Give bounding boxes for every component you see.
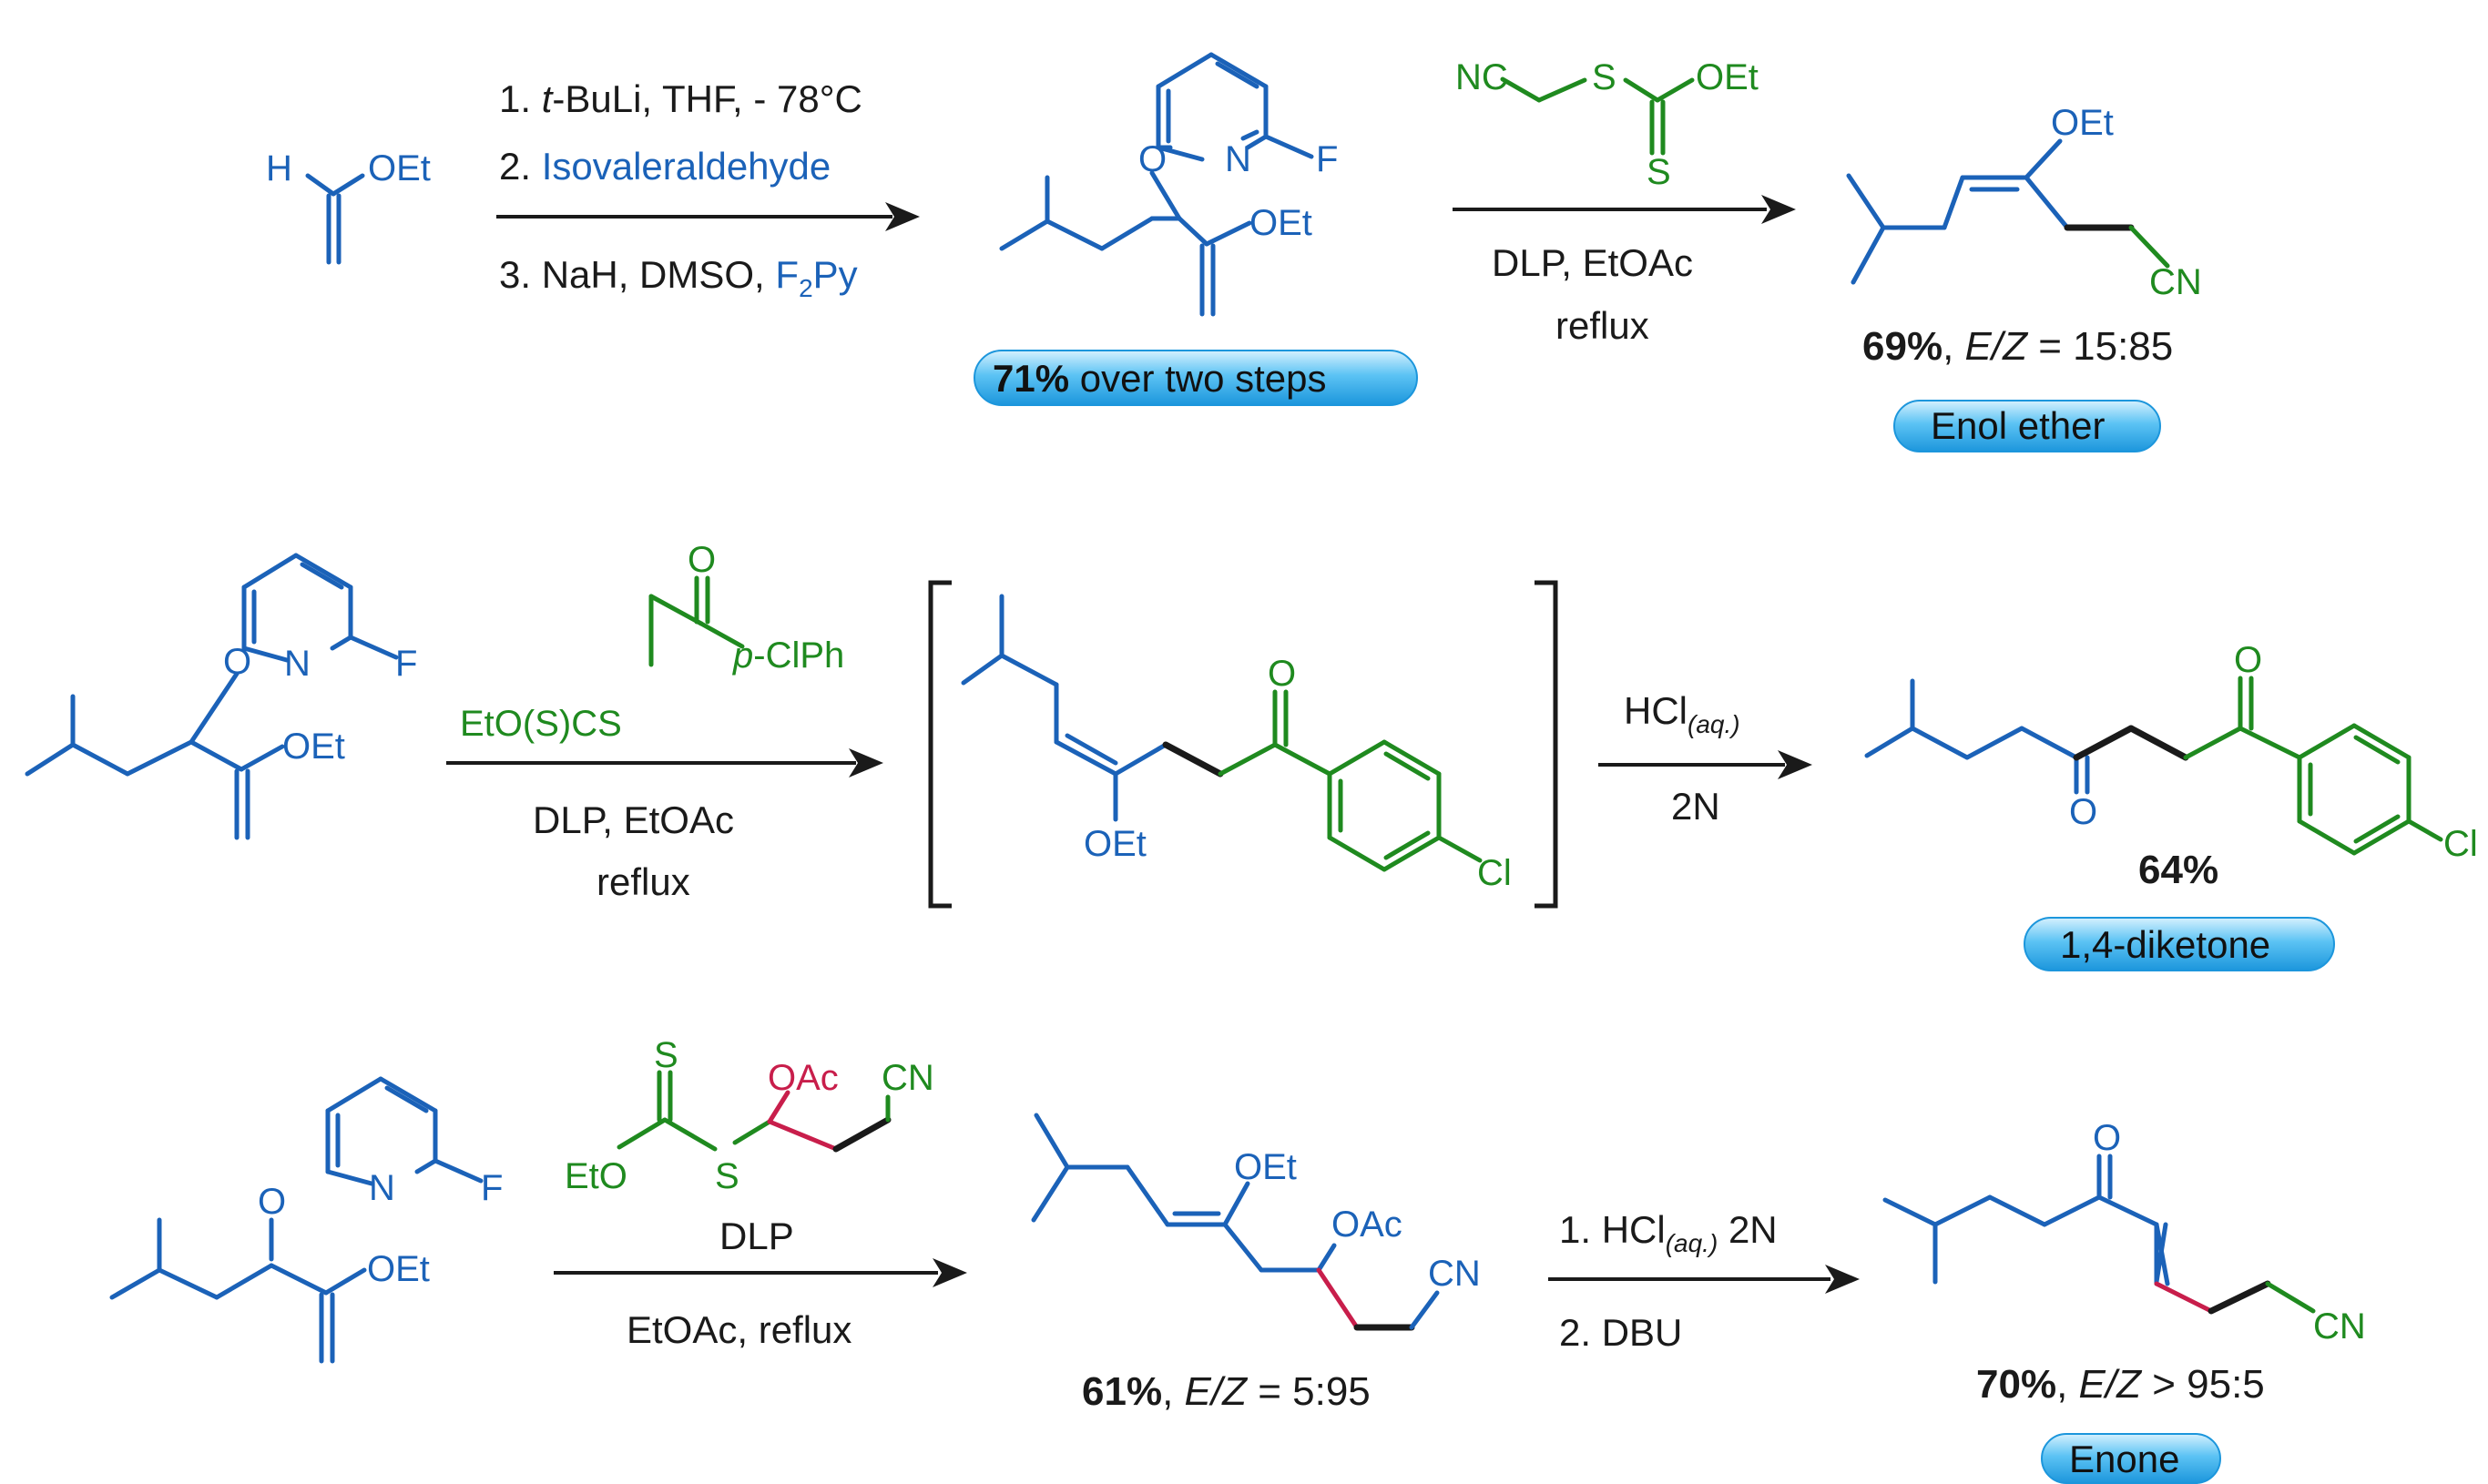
- prod1-oet-label: OEt: [2051, 103, 2114, 143]
- r2-reagent-xanthate: EtO(S)CS: [460, 704, 622, 744]
- yield-pill-71: [974, 350, 1418, 406]
- row2-start-material: [25, 553, 399, 840]
- arrowhead-6: [1825, 1265, 1860, 1294]
- int-oet-label: OEt: [1249, 203, 1312, 243]
- cyanomethyl-xanthate: [1500, 76, 1695, 156]
- prod3-o-label: O: [2093, 1118, 2121, 1158]
- tag-diketone-text: 1,4-diketone: [2060, 923, 2270, 966]
- reagent1-nc-label: NC: [1455, 57, 1508, 97]
- bracket-right: [1535, 580, 1558, 909]
- prod1-yield: 69%, E/Z = 15:85: [1862, 324, 2173, 369]
- r2-reagent-aryl: p-ClPh: [732, 635, 844, 676]
- prod3-cn-label: CN: [2313, 1306, 2366, 1347]
- arrowhead-1: [885, 202, 920, 231]
- arrowhead-5: [933, 1258, 967, 1287]
- arrow6-line1: 1. HCl(aq.) 2N: [1559, 1208, 1778, 1257]
- enol-ether-product: [1846, 138, 2170, 285]
- int-n-label: N: [1225, 139, 1251, 179]
- int2-oet-label: OEt: [1084, 824, 1147, 864]
- r3-reagent-s2: S: [715, 1156, 739, 1196]
- r3-f-label: F: [481, 1168, 503, 1208]
- prod2-cl-label: Cl: [2443, 824, 2478, 864]
- int3-oac-label: OAc: [1331, 1204, 1402, 1245]
- r3-o-label: O: [258, 1182, 286, 1222]
- row2: O N F OEt O EtO(S)CS p-ClPh DLP, EtOAc r…: [25, 540, 2478, 971]
- arrow4-line2: 2N: [1671, 785, 1720, 828]
- arrow5-line1: DLP: [719, 1215, 794, 1257]
- r2-f-label: F: [395, 644, 417, 684]
- prod2-yield: 64%: [2138, 848, 2218, 892]
- int2-o-label: O: [1268, 654, 1296, 694]
- arrowhead-4: [1778, 750, 1812, 779]
- int3-oet-label: OEt: [1234, 1147, 1297, 1187]
- r2-n-label: N: [284, 644, 311, 684]
- prod2-o2-label: O: [2234, 640, 2262, 680]
- reagent1-oet-label: OEt: [1696, 57, 1759, 97]
- arrow3-line1: DLP, EtOAc: [533, 798, 734, 841]
- fluoropyridyl-ether: [999, 52, 1314, 317]
- enol-ether-ketone-intermediate: [961, 594, 1483, 872]
- int-f-label: F: [1316, 139, 1338, 179]
- prod3-yield: 70%, E/Z > 95:5: [1976, 1362, 2265, 1407]
- step2-condition: 2. Isovaleraldehyde: [499, 145, 831, 188]
- r2-oet-label: OEt: [282, 727, 345, 767]
- tag-enol-ether-text: Enol ether: [1931, 404, 2105, 447]
- yield-pill-71-text: 71% over two steps: [993, 357, 1327, 400]
- step3-condition: 3. NaH, DMSO, F2Py: [499, 253, 858, 302]
- aroylmethyl-xanthate: [648, 575, 745, 667]
- tag-enol-ether: [1893, 400, 2161, 452]
- diketone-product: [1864, 676, 2443, 856]
- int-o-label: O: [1138, 139, 1167, 179]
- r3-reagent-s: S: [654, 1035, 678, 1075]
- row3: O N F OEt S OAc CN EtO S DLP EtOAc, refl…: [109, 1035, 2366, 1484]
- tag-enone: [2041, 1433, 2221, 1484]
- int3-cn-label: CN: [1428, 1254, 1481, 1294]
- r2-o-label: O: [223, 642, 251, 682]
- r3-n-label: N: [369, 1168, 395, 1208]
- arrow4-line1: HCl(aq.): [1624, 689, 1740, 738]
- prod1-cn-label: CN: [2149, 262, 2202, 302]
- arrow6-line2: 2. DBU: [1559, 1311, 1682, 1354]
- arrow3-line2: reflux: [597, 860, 690, 903]
- r3-reagent-eto: EtO: [565, 1156, 627, 1196]
- row3-start-material: [109, 1076, 484, 1364]
- arrowhead-2: [1761, 195, 1796, 224]
- ethyl-vinyl-ether: [305, 173, 365, 265]
- prod2-o1-label: O: [2069, 792, 2097, 832]
- enone-product: [1882, 1154, 2316, 1315]
- reagent1-s-label: S: [1592, 57, 1616, 97]
- reagent1-s2-label: S: [1647, 152, 1671, 192]
- r2-reagent-o: O: [688, 540, 716, 580]
- r3-oet-label: OEt: [367, 1249, 430, 1289]
- row1: H OEt 1. t-BuLi, THF, - 78°C 2. Isovaler…: [266, 52, 2202, 452]
- ev-oet-label: OEt: [368, 148, 431, 188]
- tag-enone-text: Enone: [2069, 1438, 2179, 1480]
- arrow2-line2: reflux: [1555, 304, 1649, 347]
- acetoxy-xanthate: [617, 1070, 892, 1153]
- arrow2-line1: DLP, EtOAc: [1492, 241, 1693, 284]
- tag-diketone: [2024, 917, 2335, 971]
- int3-yield: 61%, E/Z = 5:95: [1082, 1369, 1371, 1414]
- arrowhead-3: [849, 748, 883, 778]
- step1-condition: 1. t-BuLi, THF, - 78°C: [499, 77, 862, 120]
- r3-reagent-oac: OAc: [768, 1058, 839, 1098]
- bracket-left: [928, 580, 952, 909]
- int2-cl-label: Cl: [1477, 853, 1512, 893]
- arrow5-line2: EtOAc, reflux: [627, 1308, 851, 1351]
- ev-h-label: H: [266, 148, 292, 188]
- r3-reagent-cn: CN: [882, 1058, 934, 1098]
- acetoxy-enol-ether-intermediate: [1031, 1113, 1440, 1331]
